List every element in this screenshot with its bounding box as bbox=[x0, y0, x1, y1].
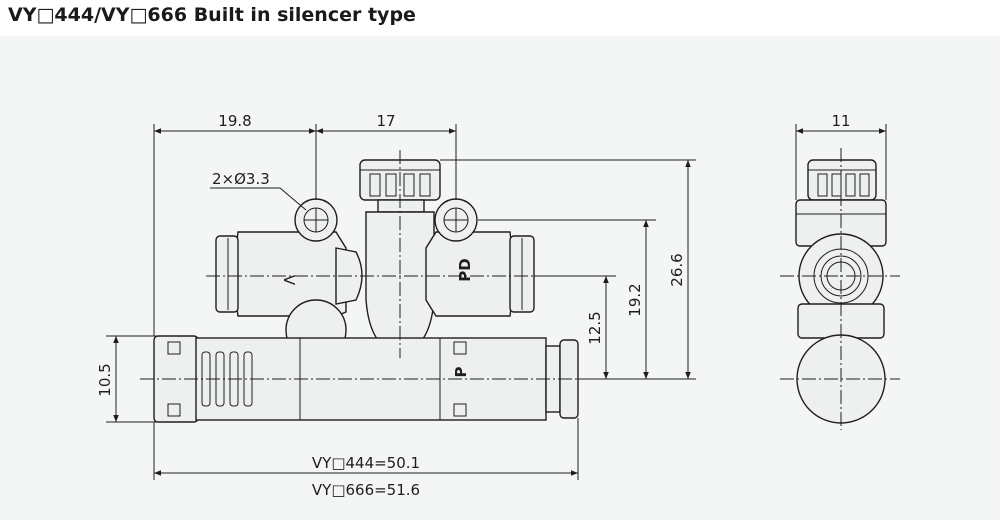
header-bar: VY□444/VY□666 Built in silencer type bbox=[0, 0, 1000, 36]
dim-19-8: 19.8 bbox=[218, 112, 251, 130]
dim-length-444: VY□444=50.1 bbox=[312, 454, 420, 472]
dim-11: 11 bbox=[831, 112, 850, 130]
port-label-p: P bbox=[452, 367, 470, 378]
front-view: V PD P bbox=[140, 150, 612, 423]
dim-17: 17 bbox=[376, 112, 395, 130]
side-view bbox=[780, 148, 900, 430]
port-label-v: V bbox=[280, 275, 298, 286]
mounting-hole-left bbox=[294, 198, 338, 242]
port-label-pd: PD bbox=[456, 258, 474, 281]
dim-length-666: VY□666=51.6 bbox=[312, 481, 420, 499]
dim-holes: 2×Ø3.3 bbox=[212, 170, 270, 188]
dim-26-6: 26.6 bbox=[668, 253, 686, 286]
left-upper-port bbox=[215, 231, 363, 317]
mounting-hole-right bbox=[434, 198, 478, 242]
dim-12-5: 12.5 bbox=[586, 311, 604, 344]
page-title: VY□444/VY□666 Built in silencer type bbox=[8, 4, 416, 26]
dim-10-5: 10.5 bbox=[96, 363, 114, 396]
dim-19-2: 19.2 bbox=[626, 283, 644, 316]
dimension-lines bbox=[106, 124, 696, 480]
side-dimension bbox=[795, 124, 887, 200]
right-upper-port bbox=[425, 231, 535, 317]
